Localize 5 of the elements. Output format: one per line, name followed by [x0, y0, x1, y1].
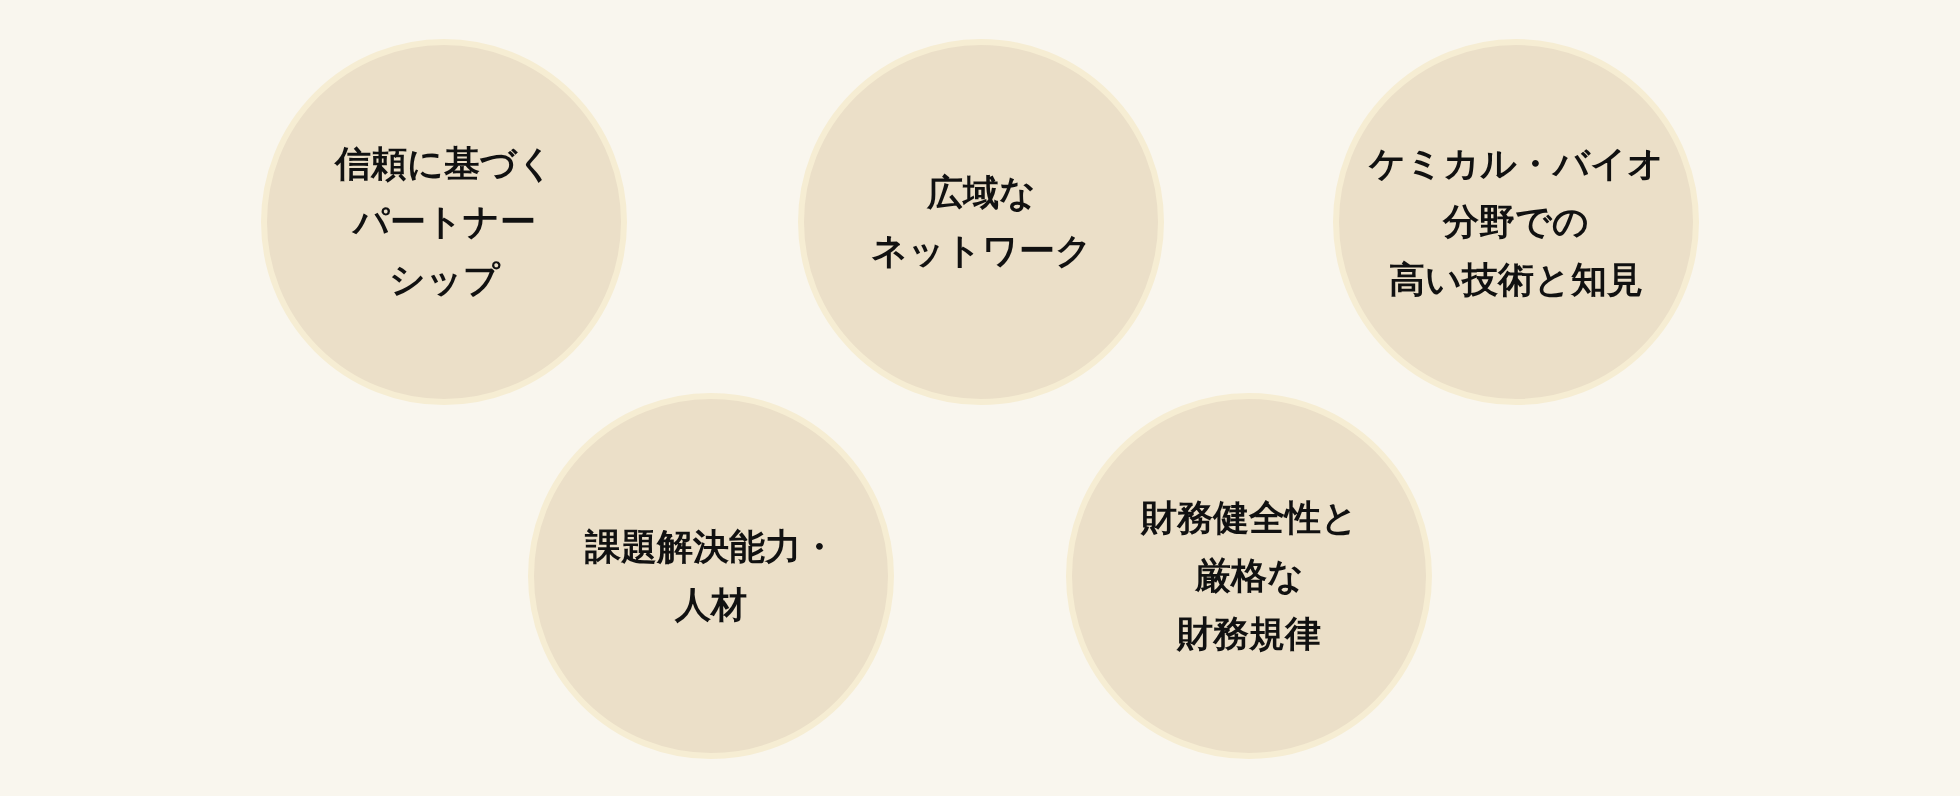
circle-label: 課題解決能力・人材 — [585, 526, 837, 627]
circle-label: 広域なネットワーク — [870, 172, 1092, 273]
circle-label: 財務健全性と厳格な財務規律 — [1140, 497, 1358, 656]
circle-label: ケミカル・バイオ分野での高い技術と知見 — [1368, 143, 1664, 302]
circle-label: 信頼に基づくパートナーシップ — [334, 143, 554, 302]
